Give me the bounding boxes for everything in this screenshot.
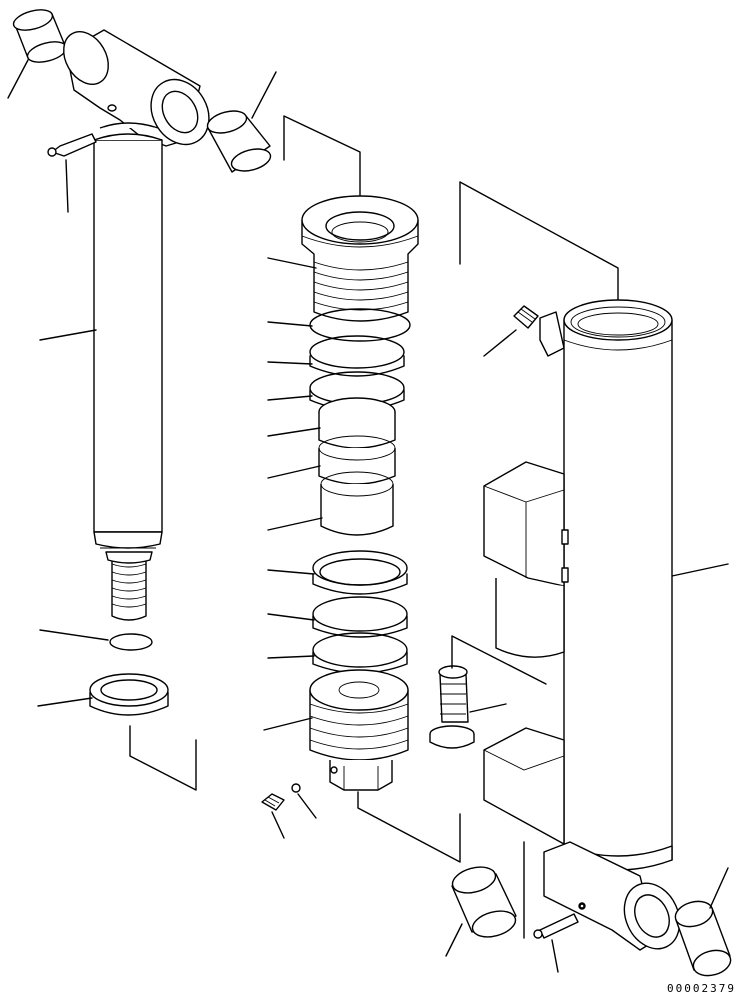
- backup-ring: [310, 336, 404, 368]
- assembly-line: [130, 726, 196, 790]
- cylinder-tube: [540, 300, 672, 870]
- assembly-line: [358, 792, 460, 862]
- set-screw: [262, 794, 284, 810]
- leader-line: [40, 630, 108, 640]
- piston-ring-1-edge: [313, 574, 407, 594]
- leader-line: [268, 258, 316, 268]
- threaded-rod-end: [106, 552, 152, 620]
- assembly-line: [460, 182, 618, 320]
- leader-line: [470, 704, 506, 712]
- leader-line: [268, 428, 320, 436]
- leader-line: [268, 570, 314, 574]
- leader-line: [268, 656, 314, 658]
- steel-ball: [292, 784, 300, 792]
- steel-ball-small: [580, 904, 584, 908]
- leader-line: [272, 812, 284, 838]
- backup-ring-edge: [310, 356, 404, 376]
- leader-line: [268, 322, 312, 326]
- accumulator-body: [496, 578, 564, 657]
- leader-line: [268, 362, 312, 364]
- assembly-line: [452, 636, 546, 684]
- piston-ring-1-inner: [320, 559, 400, 585]
- leader-line: [268, 518, 322, 530]
- leader-line: [672, 564, 728, 576]
- leader-line: [264, 718, 312, 730]
- rod-eye-end: [55, 24, 221, 155]
- bushing-top-left: [11, 6, 68, 66]
- plug-fitting: [430, 666, 474, 748]
- grease-fitting-bottom: [534, 914, 578, 938]
- grease-fitting-left: [48, 134, 96, 156]
- tube-end-eye: [544, 842, 690, 958]
- leader-line: [40, 330, 96, 340]
- leader-line: [252, 72, 276, 118]
- leader-line: [38, 698, 92, 706]
- leader-line: [66, 160, 68, 212]
- leader-line: [268, 614, 314, 620]
- piston-ring-2: [313, 597, 407, 631]
- bushing-middle: [205, 107, 273, 175]
- o-ring-small: [110, 634, 152, 650]
- leader-line: [268, 466, 320, 478]
- leader-line: [446, 924, 462, 956]
- assembly-line: [284, 116, 360, 200]
- piston-ring-2-edge: [313, 616, 407, 637]
- leader-line: [8, 60, 28, 98]
- cylinder-head: [302, 196, 418, 321]
- seal-ring: [310, 309, 410, 341]
- valve-block: [484, 462, 568, 586]
- bushing-bottom-left: [450, 863, 519, 942]
- drawing-number: 00002379: [667, 982, 736, 995]
- piston: [310, 670, 408, 790]
- rod-nut: [90, 674, 168, 715]
- bushing-bottom-right: [673, 897, 734, 979]
- leader-line: [298, 794, 316, 818]
- leader-line: [268, 396, 312, 400]
- leader-line: [710, 868, 728, 908]
- lower-mount-block: [484, 728, 564, 844]
- piston-ring-3: [313, 633, 407, 667]
- leader-line: [484, 330, 516, 356]
- piston-seal-stack: [319, 398, 395, 535]
- leader-line: [552, 940, 558, 972]
- grease-fitting-top: [514, 306, 538, 328]
- rod-shaft: [94, 123, 162, 548]
